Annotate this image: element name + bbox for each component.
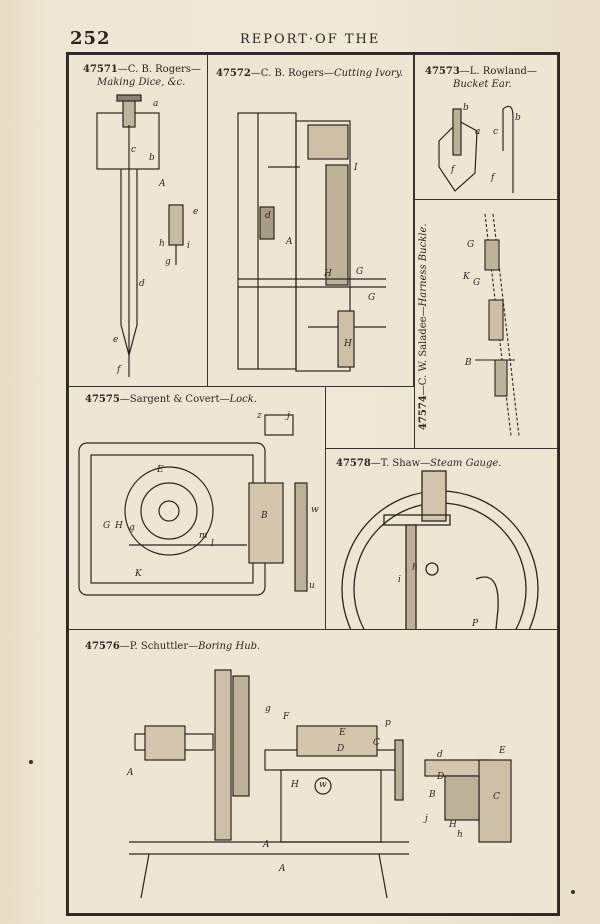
label-E: E xyxy=(157,465,164,475)
label-A: A xyxy=(286,237,293,247)
figure-47574-panel: 47574—C. W. Saladee—Harness Buckle. G K … xyxy=(414,199,558,449)
label-p: p xyxy=(385,718,391,728)
label-j: j xyxy=(425,814,428,824)
label-A: A xyxy=(127,768,134,778)
print-speck xyxy=(29,760,33,764)
label-A3: A xyxy=(279,864,286,874)
label-h: h xyxy=(412,563,418,573)
label-B: B xyxy=(465,358,472,368)
label-f: f xyxy=(451,165,455,175)
figure-47576-caption: 47576—P. Schuttler—Boring Hub. xyxy=(85,641,261,652)
label-g: g xyxy=(129,523,135,533)
label-d: d xyxy=(139,279,145,289)
running-title: REPORT·OF THE xyxy=(240,32,381,47)
label-i: i xyxy=(398,575,401,585)
label-f: f xyxy=(117,365,121,375)
label-d: d xyxy=(265,211,271,221)
label-w: w xyxy=(311,505,319,515)
label-B: B xyxy=(429,790,436,800)
figure-47576-panel: 47576—P. Schuttler—Boring Hub. xyxy=(68,629,558,914)
label-F: F xyxy=(283,712,290,722)
label-e2: e xyxy=(113,335,119,345)
label-g: g xyxy=(165,257,171,267)
label-d: d xyxy=(437,750,443,760)
print-speck xyxy=(571,890,575,894)
label-H: H xyxy=(324,269,332,279)
label-c: c xyxy=(131,145,137,155)
label-E2: E xyxy=(499,746,506,756)
figure-47574-drawing xyxy=(475,213,520,437)
label-H: H xyxy=(115,521,123,531)
label-D: D xyxy=(337,744,345,754)
label-G2: G xyxy=(473,278,481,288)
label-z: z xyxy=(257,411,262,421)
label-u: u xyxy=(309,581,315,591)
figure-47571-drawing xyxy=(96,94,184,377)
label-f2: f xyxy=(491,173,495,183)
figure-47572-panel: 47572—C. B. Rogers—Cutting Ivory. d A I … xyxy=(207,54,414,387)
label-h: h xyxy=(457,830,463,840)
figure-47572-drawing xyxy=(237,112,386,372)
label-w: w xyxy=(319,780,327,790)
figure-47571-caption: 47571—C. B. Rogers— xyxy=(83,64,201,75)
label-g: g xyxy=(265,704,271,714)
label-C2: C xyxy=(493,792,500,802)
label-G2: G xyxy=(368,293,376,303)
label-P: P xyxy=(472,619,479,629)
label-A: A xyxy=(159,179,166,189)
figure-47571-subcaption: Making Dice, &c. xyxy=(97,77,186,88)
figure-47575-caption: 47575—Sargent & Covert—Lock. xyxy=(85,394,257,405)
label-m: m xyxy=(199,531,208,541)
label-H2: H xyxy=(344,339,352,349)
figure-47575-drawing xyxy=(78,414,308,596)
label-i: i xyxy=(187,241,190,251)
page-number: 252 xyxy=(70,28,111,49)
figure-47573-caption: 47573—L. Rowland— xyxy=(425,66,537,77)
figure-47576-drawing xyxy=(129,669,512,899)
label-C: C xyxy=(373,738,380,748)
label-H2: H xyxy=(449,820,457,830)
label-A2: A xyxy=(263,840,270,850)
label-c: c xyxy=(493,127,499,137)
label-B: B xyxy=(261,511,268,521)
label-a: a xyxy=(153,99,159,109)
label-I: I xyxy=(354,163,358,173)
label-E: E xyxy=(339,728,346,738)
label-b: b xyxy=(463,103,469,113)
label-H: H xyxy=(291,780,299,790)
label-D2: D xyxy=(437,772,445,782)
label-G: G xyxy=(467,240,475,250)
label-h: h xyxy=(159,239,165,249)
label-b2: b xyxy=(515,113,521,123)
label-j: j xyxy=(287,411,290,421)
figure-47573-panel: 47573—L. Rowland— Bucket Ear. b b a c f … xyxy=(414,54,558,200)
figure-47573-drawing xyxy=(438,105,514,193)
label-G: G xyxy=(356,267,364,277)
figure-47575-panel: 47575—Sargent & Covert—Lock. E B G H g m… xyxy=(68,386,326,630)
label-l: l xyxy=(211,539,214,549)
figure-plate-frame xyxy=(66,52,560,916)
figure-47573-subcaption: Bucket Ear. xyxy=(453,79,512,90)
figure-47578-caption: 47578—T. Shaw—Steam Gauge. xyxy=(336,458,502,469)
label-G: G xyxy=(103,521,111,531)
label-K: K xyxy=(135,569,142,579)
label-a: a xyxy=(475,127,481,137)
label-K: K xyxy=(463,272,470,282)
figure-47571-panel: 47571—C. B. Rogers— Making Dice, &c. a b… xyxy=(68,54,208,387)
label-b: b xyxy=(149,153,155,163)
figure-47572-caption: 47572—C. B. Rogers—Cutting Ivory. xyxy=(216,68,404,79)
label-e: e xyxy=(193,207,199,217)
